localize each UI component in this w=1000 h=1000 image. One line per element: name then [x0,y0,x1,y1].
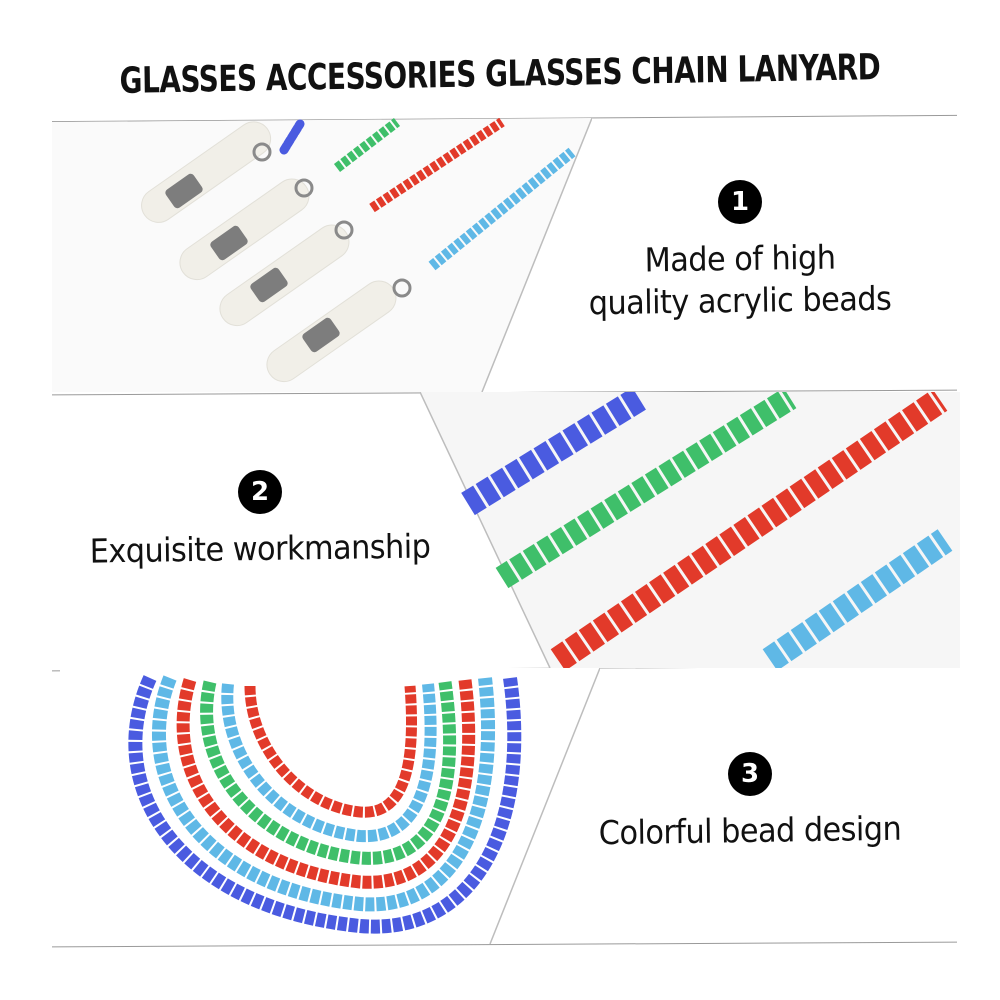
coiled-strand-red-2 [244,685,417,818]
earpiece-connector-2 [179,178,314,281]
feature-3: 3 Colorful bead design [560,752,940,852]
coiled-strand-light-blue-2 [221,683,437,843]
page-title: GLASSES ACCESSORIES GLASSES CHAIN LANYAR… [119,47,881,102]
coiled-strand-blue [128,675,522,934]
product-photo-coiled-chains [60,668,600,944]
earpiece-connector-1 [141,121,272,223]
feature-number-badge: 3 [728,752,772,796]
coiled-strand-light-blue [152,675,495,912]
feature-text-line2: quality acrylic beads [588,278,892,323]
bead-strand-light-blue [428,147,576,271]
panel-diagonal-edge [481,118,592,392]
product-photo-connectors [52,118,592,392]
panel-diagonal-edge [420,392,551,668]
feature-text-line1: Exquisite workmanship [89,526,431,571]
bead-strand-blue [279,119,305,155]
bead-strand-green [495,392,797,589]
panel-diagonal-edge [489,668,600,944]
feature-1: 1 Made of high quality acrylic beads [560,180,920,322]
feature-text-line1: Made of high [644,237,836,280]
bead-strand-red [369,118,505,213]
feature-2: 2 Exquisite workmanship [60,470,460,571]
coiled-strand-red [176,678,476,889]
bead-strand-red [550,392,948,668]
feature-text-line1: Colorful bead design [598,808,902,853]
earpiece-connector-4 [266,278,412,383]
feature-number-badge: 2 [238,470,282,514]
product-photo-bead-closeup [420,392,960,668]
coiled-strand-green [200,680,457,865]
earpiece-connector-3 [219,220,354,327]
feature-number-badge: 1 [718,180,762,224]
bead-strand-green [333,118,401,172]
bead-strand-light-blue [762,529,953,668]
